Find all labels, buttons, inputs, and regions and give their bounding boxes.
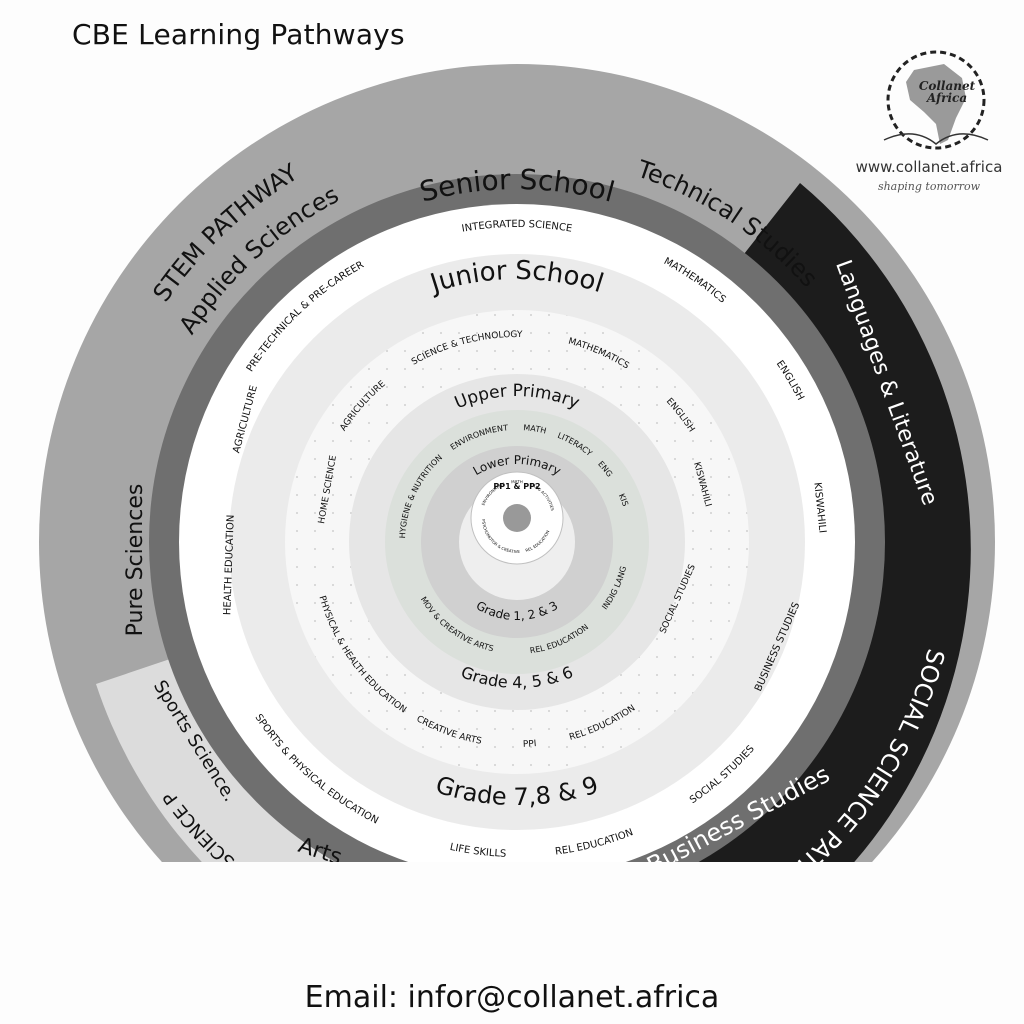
ss-health-education: HEALTH EDUCATION <box>222 515 237 616</box>
pre-primary-title: PP1 & PP2 <box>493 482 540 491</box>
page-title: CBE Learning Pathways <box>72 18 405 51</box>
africa-map-icon <box>883 50 989 150</box>
brand-logo: Collanet Africa www.collanet.africa shap… <box>844 40 1014 200</box>
up-kis: KIS <box>617 492 630 507</box>
senior-school-grades: Grade 10,11 & 12 <box>410 858 624 901</box>
center-logo-icon <box>503 504 531 532</box>
brand-name: Collanet Africa <box>918 79 976 105</box>
brand-url: www.collanet.africa <box>855 158 1003 176</box>
email-footer: Email: infor@collanet.africa <box>304 980 720 1015</box>
pure-sciences-label: Pure Sciences <box>123 484 148 637</box>
brand-tagline: shaping tomorrow <box>877 180 981 193</box>
ss-integrated-science: INTEGRATED SCIENCE <box>461 219 573 235</box>
ss-kiswahili: KISWAHILI <box>811 482 827 534</box>
js-ppi: PPI <box>523 739 537 750</box>
pp-math: MATH <box>511 479 523 484</box>
